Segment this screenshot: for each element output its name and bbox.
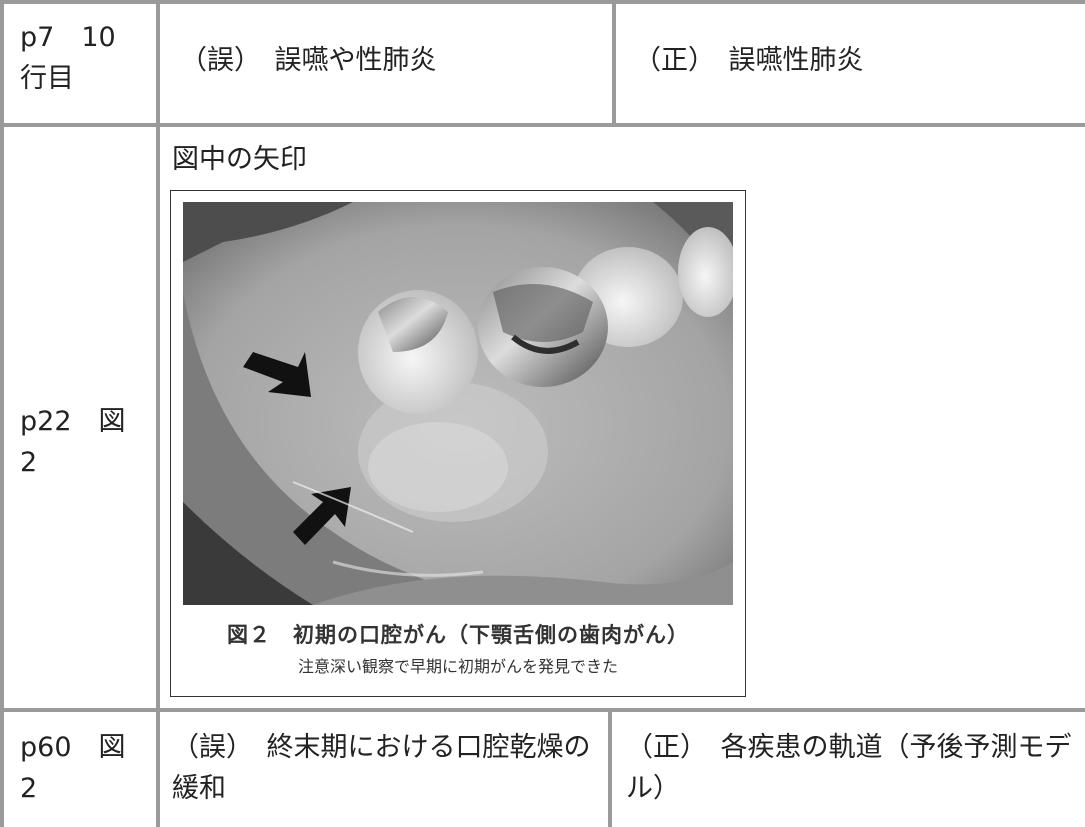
- row2-page-ref: p22 図 2: [20, 406, 126, 478]
- row1-correct-text: （正） 誤嚥性肺炎: [634, 45, 864, 76]
- oral-cancer-figure: 図２ 初期の口腔がん（下顎舌側の歯肉がん） 注意深い観察で早期に初期がんを発見で…: [170, 190, 746, 697]
- row-divider-1: [0, 123, 1085, 127]
- row3-page-ref: p60 図 2: [20, 732, 126, 804]
- row1-page-ref: p7 10行目: [20, 22, 116, 94]
- column-divider-1: [156, 0, 160, 827]
- table-border-top: [0, 0, 1085, 4]
- figure-caption-subtitle: 注意深い観察で早期に初期がんを発見できた: [297, 657, 618, 676]
- row-divider-2: [0, 708, 1085, 712]
- row1-wrong-text: （誤） 誤嚥や性肺炎: [180, 45, 437, 76]
- table-border-left: [0, 0, 4, 827]
- column-divider-2a: [612, 0, 616, 125]
- row3-wrong-text: （誤） 終末期における口腔乾燥の緩和: [172, 732, 591, 804]
- oral-cavity-photo: [183, 202, 733, 605]
- figure-caption-title: 図２ 初期の口腔がん（下顎舌側の歯肉がん）: [227, 623, 689, 647]
- column-divider-2b: [608, 710, 612, 827]
- row3-correct-text: （正） 各疾患の軌道（予後予測モデル）: [626, 732, 1072, 804]
- row2-note: 図中の矢印: [172, 144, 307, 175]
